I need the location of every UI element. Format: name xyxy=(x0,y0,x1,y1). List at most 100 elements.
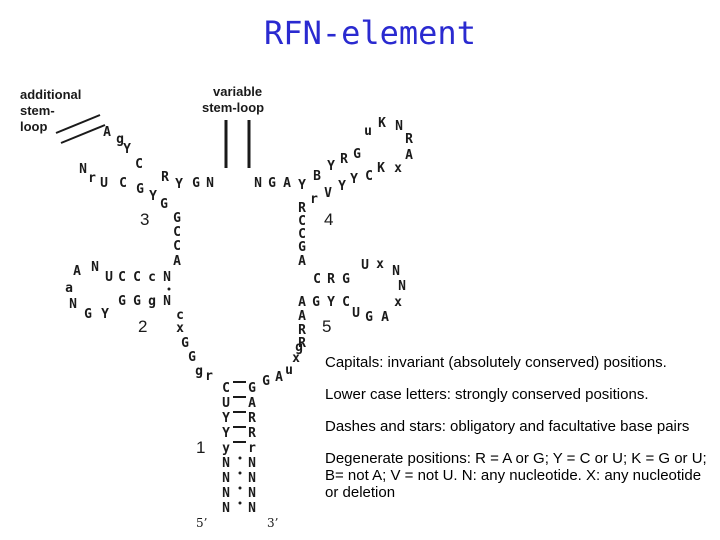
variable-stem-loop-label: variable xyxy=(213,84,262,99)
additional-stem-loop-label: additional xyxy=(20,87,81,102)
helix-number-1: 1 xyxy=(196,438,205,457)
nucleotide: c xyxy=(148,270,156,285)
nucleotide: A xyxy=(103,125,111,140)
nucleotide: R xyxy=(327,272,335,287)
additional-stem-loop-label: loop xyxy=(20,119,47,134)
nucleotide: Y xyxy=(175,177,183,192)
nucleotide: Y xyxy=(338,179,346,194)
nucleotide: U xyxy=(105,270,113,285)
nucleotide: K xyxy=(377,161,385,176)
nucleotide: G xyxy=(136,182,144,197)
nucleotide: C xyxy=(222,381,230,396)
nucleotide: A xyxy=(275,370,283,385)
five-prime-end: 5’ xyxy=(196,516,207,530)
nucleotide: R xyxy=(405,132,413,147)
nucleotide: x xyxy=(292,351,300,366)
nucleotide: c xyxy=(176,308,184,323)
nucleotide: Y xyxy=(222,411,230,426)
nucleotide: N xyxy=(248,471,256,486)
nucleotide: G xyxy=(312,295,320,310)
nucleotide: R xyxy=(298,336,306,351)
nucleotide: g xyxy=(295,340,303,355)
legend-item-degenerate: Degenerate positions: R = A or G; Y = C … xyxy=(325,450,707,501)
nucleotide: C xyxy=(313,272,321,287)
nucleotide: A xyxy=(298,254,306,269)
nucleotide: u xyxy=(364,124,372,139)
nucleotide: G xyxy=(192,176,200,191)
nucleotide: R xyxy=(340,152,348,167)
nucleotide: C xyxy=(298,227,306,242)
nucleotide: A xyxy=(173,254,181,269)
nucleotide: N xyxy=(91,260,99,275)
base-pair-star xyxy=(238,456,242,460)
legend-item-dashes-stars: Dashes and stars: obligatory and faculta… xyxy=(325,418,690,435)
legend: Capitals: invariant (absolutely conserve… xyxy=(325,354,717,516)
nucleotide: N xyxy=(395,119,403,134)
nucleotide: N xyxy=(222,501,230,516)
nucleotide: G xyxy=(365,310,373,325)
slide-title: RFN-element xyxy=(264,14,476,52)
nucleotide: G xyxy=(160,197,168,212)
pairing-marks xyxy=(55,114,251,443)
nucleotide: V xyxy=(324,186,332,201)
nucleotide: A xyxy=(73,264,81,279)
nucleotide: U xyxy=(352,306,360,321)
nucleotide: g xyxy=(195,364,203,379)
nucleotide: C xyxy=(118,270,126,285)
additional-stem-bar xyxy=(60,124,106,144)
nucleotide: N xyxy=(222,486,230,501)
nucleotide: G xyxy=(248,381,256,396)
nucleotide: G xyxy=(298,240,306,255)
nucleotide: C xyxy=(342,295,350,310)
legend-item-lowercase: Lower case letters: strongly conserved p… xyxy=(325,386,649,403)
nucleotide: Y xyxy=(298,178,306,193)
nucleotide: u xyxy=(285,363,293,378)
additional-stem-bar xyxy=(55,114,101,134)
nucleotide: x xyxy=(176,321,184,336)
nucleotide: G xyxy=(342,272,350,287)
nucleotide: U xyxy=(100,176,108,191)
nucleotide: A xyxy=(248,396,256,411)
nucleotide: N xyxy=(398,279,406,294)
nucleotide: R xyxy=(298,201,306,216)
legend-item-capitals: Capitals: invariant (absolutely conserve… xyxy=(325,354,667,371)
nucleotide: G xyxy=(118,294,126,309)
nucleotide: N xyxy=(69,297,77,312)
nucleotide: B xyxy=(313,169,321,184)
nucleotide: N xyxy=(248,501,256,516)
nucleotide: U xyxy=(361,258,369,273)
nucleotide: C xyxy=(173,239,181,254)
three-prime-end: 3’ xyxy=(267,516,278,530)
facultative-pair-stars xyxy=(167,287,242,505)
nucleotide: N xyxy=(248,486,256,501)
nucleotide: R xyxy=(248,426,256,441)
nucleotide: r xyxy=(248,441,256,456)
nucleotide: x xyxy=(376,257,384,272)
nucleotide: N xyxy=(254,176,262,191)
nucleotide: G xyxy=(133,294,141,309)
base-pair-star xyxy=(167,287,171,291)
nucleotide: U xyxy=(222,396,230,411)
nucleotide: C xyxy=(365,169,373,184)
nucleotide: A xyxy=(405,148,413,163)
nucleotide: R xyxy=(161,170,169,185)
nucleotide: N xyxy=(79,162,87,177)
nucleotide: x xyxy=(394,295,402,310)
nucleotide: G xyxy=(181,336,189,351)
nucleotide: x xyxy=(394,161,402,176)
nucleotide: a xyxy=(65,281,73,296)
nucleotide: g xyxy=(116,132,124,147)
additional-stem-loop-label: stem- xyxy=(20,103,55,118)
nucleotide: Y xyxy=(123,142,131,157)
nucleotide: g xyxy=(148,294,156,309)
nucleotide: N xyxy=(248,456,256,471)
base-pair-star xyxy=(238,471,242,475)
nucleotide: R xyxy=(298,323,306,338)
base-pair-star xyxy=(238,501,242,505)
nucleotide: C xyxy=(133,270,141,285)
nucleotide: G xyxy=(188,350,196,365)
nucleotide: Y xyxy=(101,307,109,322)
helix-number-3: 3 xyxy=(140,210,149,229)
helix-number-4: 4 xyxy=(324,210,333,229)
